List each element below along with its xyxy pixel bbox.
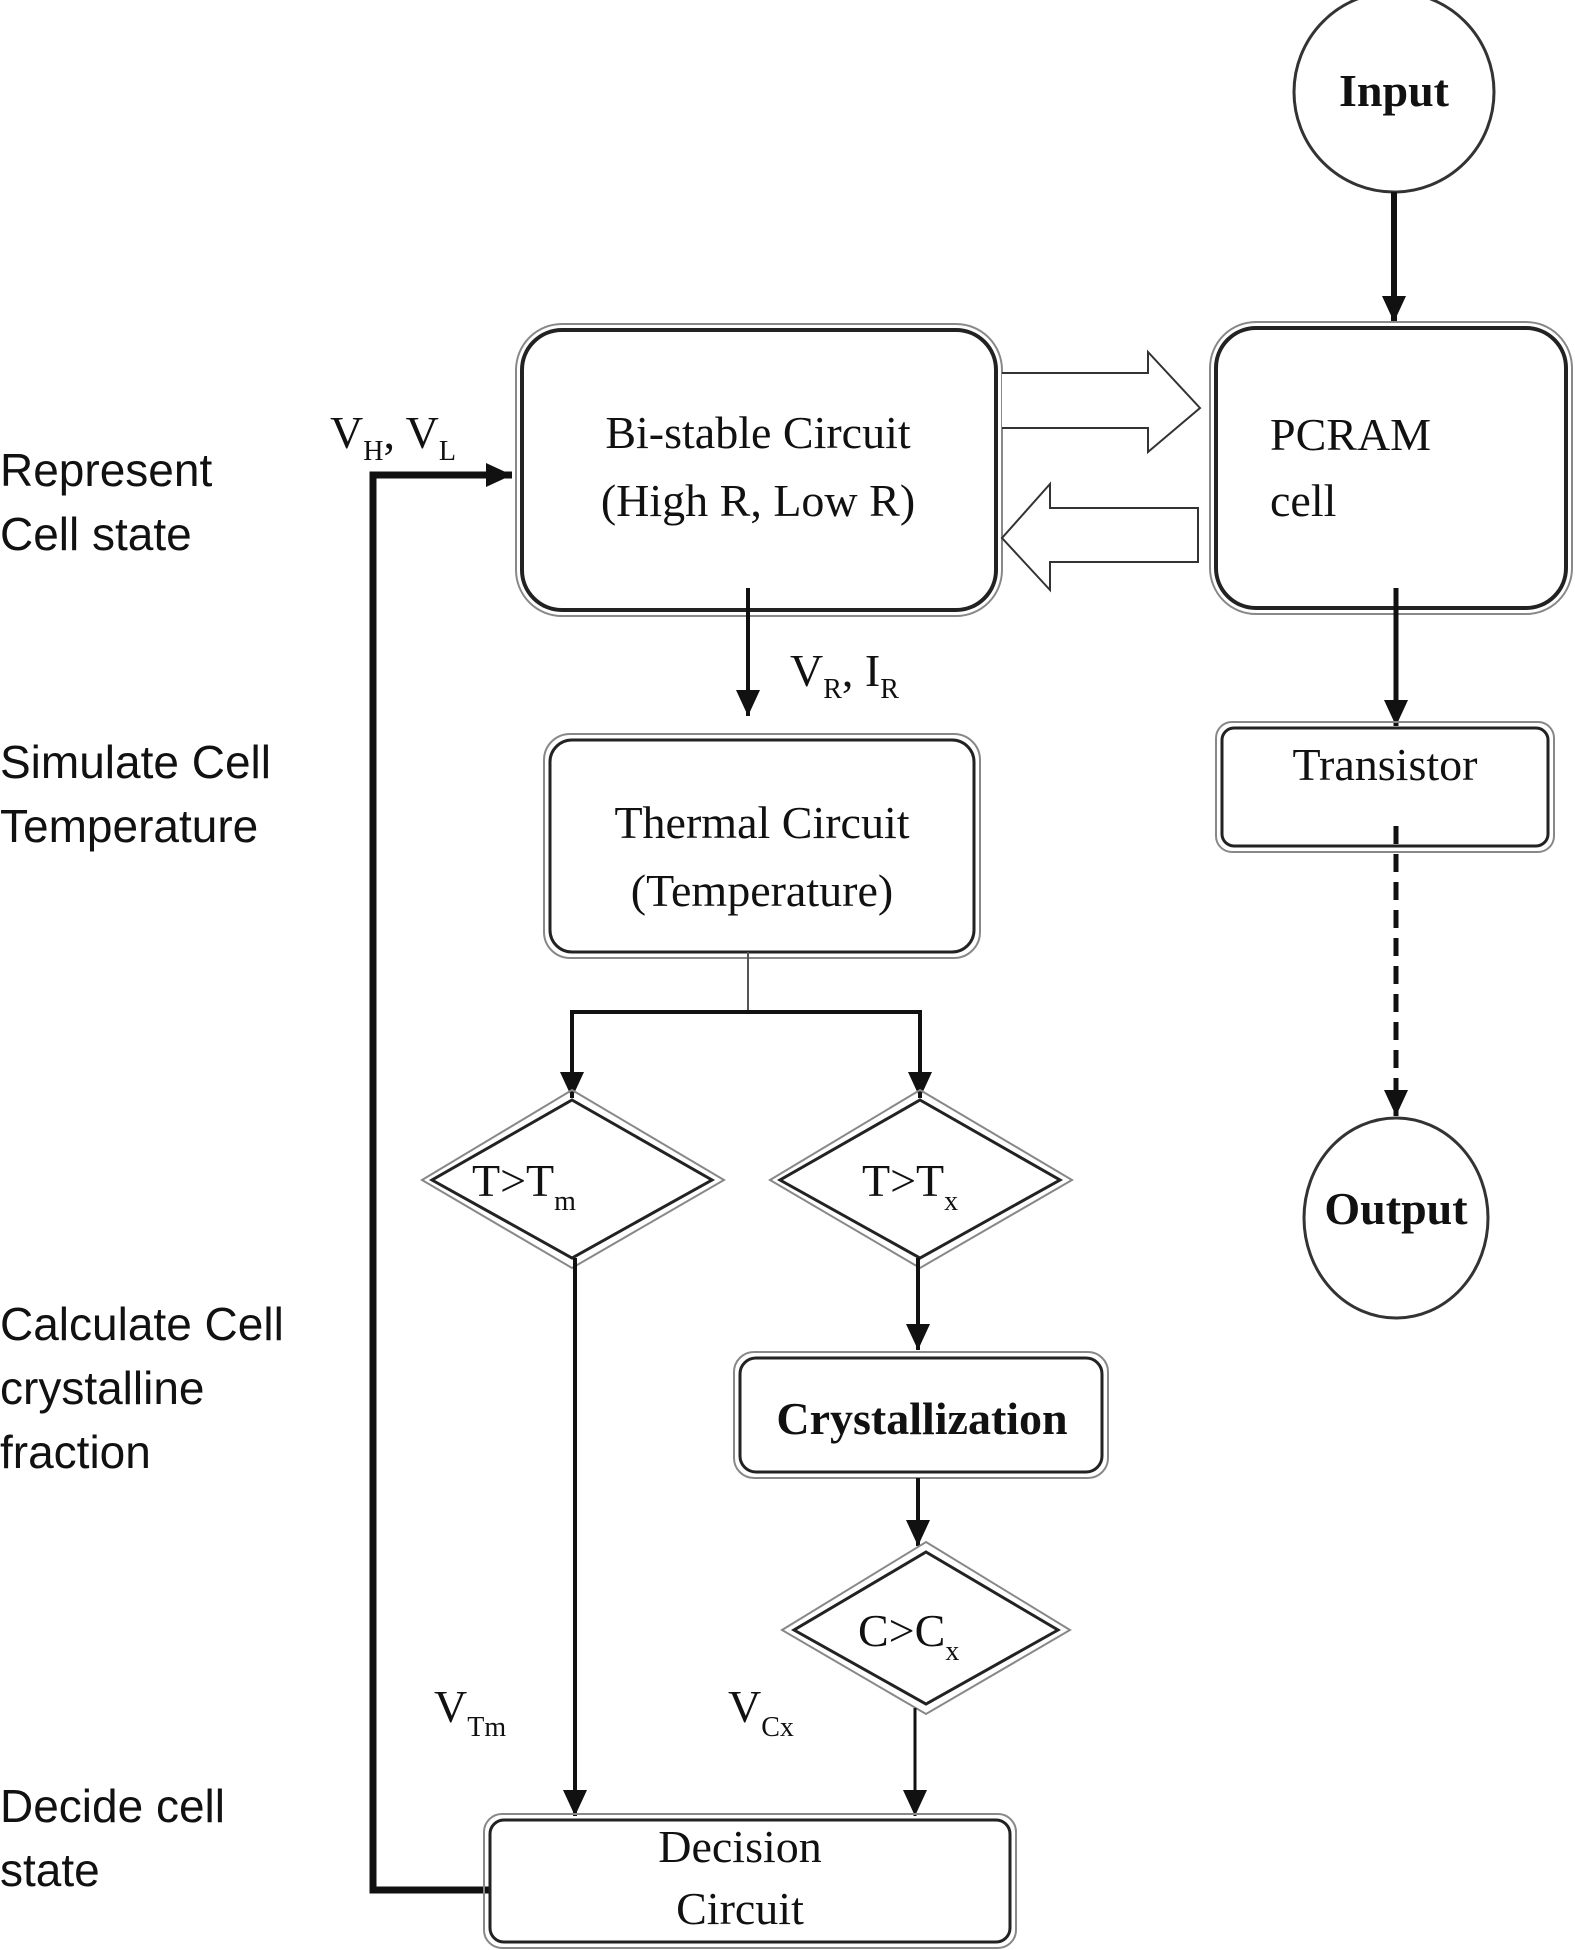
stage-label-represent: Represent Cell state — [0, 444, 212, 560]
svg-text:(High R, Low R): (High R, Low R) — [601, 475, 915, 526]
svg-text:VCx: VCx — [728, 1681, 794, 1743]
svg-text:Represent: Represent — [0, 444, 212, 496]
svg-text:T>Tm: T>Tm — [472, 1155, 576, 1217]
thermal-circuit-box: Thermal Circuit (Temperature) — [543, 733, 981, 959]
stage-label-calculate: Calculate Cell crystalline fraction — [0, 1298, 284, 1478]
svg-text:Thermal Circuit: Thermal Circuit — [614, 797, 909, 848]
svg-text:PCRAM: PCRAM — [1270, 409, 1431, 460]
svg-text:Simulate Cell: Simulate Cell — [0, 736, 271, 788]
signal-label-vcx: VCx — [728, 1681, 794, 1743]
stage-label-decide: Decide cell state — [0, 1780, 225, 1896]
thermal-split-connector — [570, 952, 922, 1090]
transistor-box: Transistor — [1215, 721, 1555, 853]
stage-label-simulate: Simulate Cell Temperature — [0, 736, 271, 852]
condition-c-gt-cx: C>Cx — [780, 1540, 1072, 1716]
svg-text:T>Tx: T>Tx — [862, 1155, 958, 1217]
svg-text:Transistor: Transistor — [1293, 739, 1478, 790]
pcram-cell-box: PCRAM cell — [1209, 321, 1573, 615]
decision-circuit-box: Decision Circuit — [483, 1813, 1017, 1949]
svg-text:VH, VL: VH, VL — [330, 407, 456, 467]
svg-text:Bi-stable Circuit: Bi-stable Circuit — [605, 407, 911, 458]
svg-text:Decide cell: Decide cell — [0, 1780, 225, 1832]
svg-text:(Temperature): (Temperature) — [631, 865, 893, 916]
signal-label-vtm: VTm — [434, 1681, 506, 1743]
svg-text:Temperature: Temperature — [0, 800, 258, 852]
svg-text:Crystallization: Crystallization — [776, 1393, 1067, 1444]
signal-label-vr-ir: VR, IR — [790, 645, 899, 705]
bistable-circuit-box: Bi-stable Circuit (High R, Low R) — [515, 323, 1003, 617]
block-arrow-pcram-to-bistable — [1000, 481, 1199, 593]
svg-text:Circuit: Circuit — [676, 1883, 804, 1934]
crystallization-box: Crystallization — [733, 1351, 1109, 1479]
input-node: Input — [1292, 0, 1496, 194]
svg-text:Cell state: Cell state — [0, 508, 192, 560]
svg-text:crystalline: crystalline — [0, 1362, 205, 1414]
svg-text:cell: cell — [1270, 475, 1336, 526]
svg-text:Calculate Cell: Calculate Cell — [0, 1298, 284, 1350]
svg-text:VR, IR: VR, IR — [790, 645, 899, 705]
signal-label-vh-vl: VH, VL — [330, 407, 456, 467]
svg-text:VTm: VTm — [434, 1681, 506, 1743]
output-node: Output — [1302, 1116, 1490, 1320]
svg-text:Input: Input — [1339, 65, 1450, 116]
condition-t-gt-tx: T>Tx — [768, 1088, 1074, 1270]
svg-text:Decision: Decision — [658, 1821, 822, 1872]
svg-text:fraction: fraction — [0, 1426, 151, 1478]
svg-text:C>Cx: C>Cx — [858, 1605, 959, 1667]
block-arrow-bistable-to-pcram — [1002, 349, 1202, 455]
svg-text:Output: Output — [1324, 1183, 1468, 1234]
svg-text:state: state — [0, 1844, 100, 1896]
feedback-line — [369, 463, 512, 1894]
condition-t-gt-tm: T>Tm — [420, 1088, 726, 1270]
